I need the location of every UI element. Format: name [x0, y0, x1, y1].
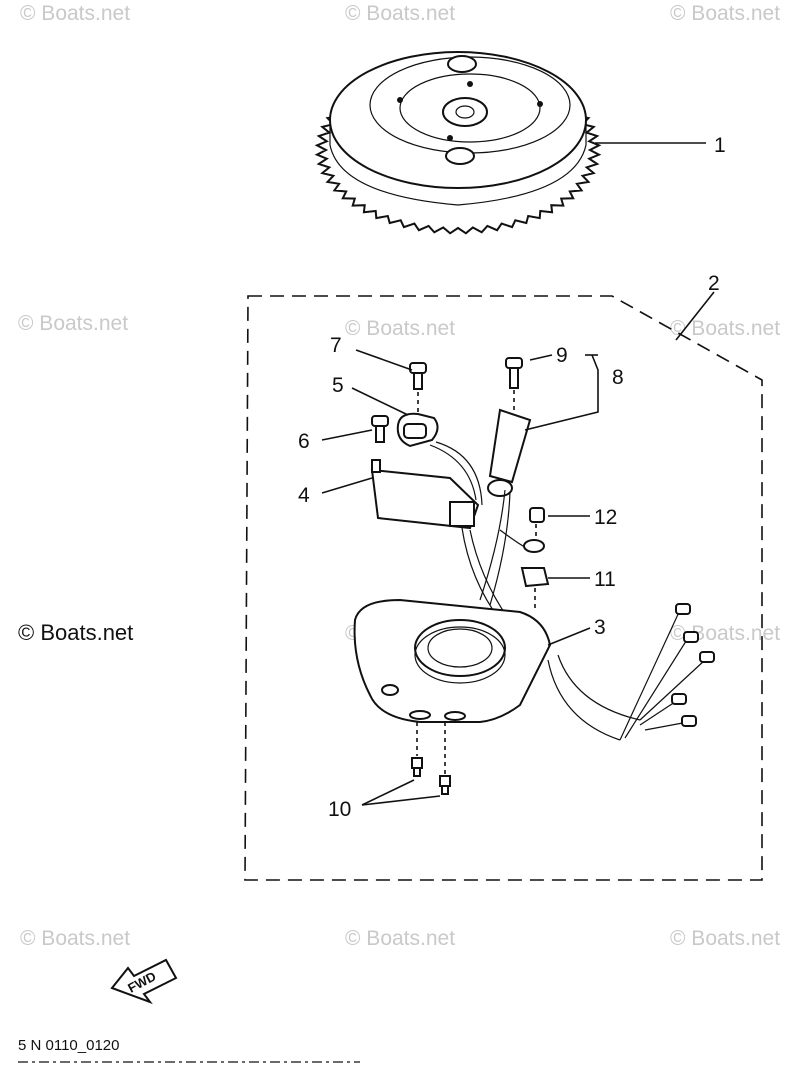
callout-12[interactable]: 12 [594, 506, 617, 529]
coil-8-part[interactable] [487, 408, 532, 497]
watermark: © Boats.net [345, 317, 455, 340]
callout-6[interactable]: 6 [298, 430, 310, 453]
watermark: © Boats.net [345, 2, 455, 25]
screw-7-part[interactable] [409, 362, 427, 390]
pulser-coil-5-part[interactable] [396, 412, 439, 448]
cdi-unit-4-part[interactable] [370, 459, 480, 530]
watermark: © Boats.net [670, 317, 780, 340]
watermark-dark: © Boats.net [18, 620, 133, 645]
watermark: © Boats.net [18, 312, 128, 335]
clamp-11-part[interactable] [520, 567, 550, 588]
fwd-direction-badge: FWD [110, 958, 178, 1005]
callout-4[interactable]: 4 [298, 484, 310, 507]
callout-1[interactable]: 1 [714, 134, 726, 157]
callout-7[interactable]: 7 [330, 334, 342, 357]
serial-number-range: 5 N 0110_0120 [18, 1037, 119, 1054]
screw-6-part[interactable] [371, 415, 389, 443]
callout-9[interactable]: 9 [556, 344, 568, 367]
watermark: © Boats.net [670, 2, 780, 25]
callout-5[interactable]: 5 [332, 374, 344, 397]
assembly-boundary [244, 295, 763, 881]
leader-lines [321, 142, 715, 806]
callout-3[interactable]: 3 [594, 616, 606, 639]
callout-2[interactable]: 2 [708, 272, 720, 295]
lead-wires [547, 603, 715, 741]
watermark: © Boats.net [670, 927, 780, 950]
callout-10[interactable]: 10 [328, 798, 351, 821]
washer-part[interactable] [523, 539, 545, 553]
flywheel-part[interactable] [314, 51, 602, 235]
watermark: © Boats.net [345, 927, 455, 950]
screw-9-part[interactable] [505, 357, 523, 389]
callout-11[interactable]: 11 [594, 568, 616, 591]
screws-10-part[interactable] [411, 757, 451, 795]
watermark: © Boats.net [20, 2, 130, 25]
nut-12-part[interactable] [529, 507, 545, 523]
watermark: © Boats.net [20, 927, 130, 950]
callout-8[interactable]: 8 [612, 366, 624, 389]
stator-base-3-part[interactable] [353, 598, 552, 723]
callout-labels: 1 2 3 4 5 6 7 8 9 10 11 12 [298, 134, 726, 821]
